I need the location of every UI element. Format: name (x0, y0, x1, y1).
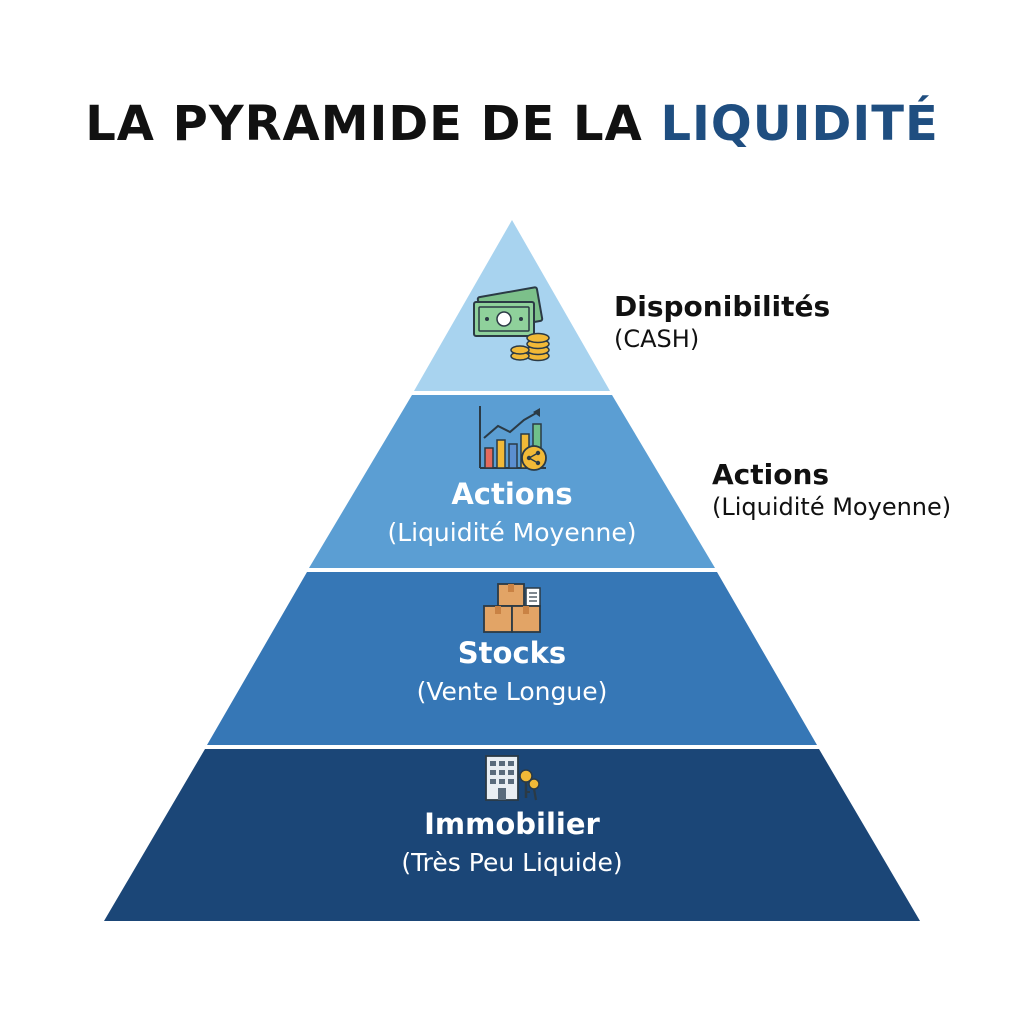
tier-immobilier-title: Immobilier (424, 807, 600, 841)
page-title: LA PYRAMIDE DE LA LIQUIDITÉ (0, 96, 1024, 152)
title-part-accent: LIQUIDITÉ (660, 96, 939, 152)
tier-actions-subtitle: (Liquidité Moyenne) (387, 518, 636, 547)
side-label-cash-subtitle: (CASH) (614, 325, 700, 353)
building-keys-icon (485, 755, 540, 801)
tier-immobilier (104, 749, 920, 921)
tier-stocks (207, 572, 817, 745)
title-part-dark: LA PYRAMIDE DE LA (85, 96, 661, 152)
boxes-icon (483, 583, 541, 633)
side-label-cash-title: Disponibilités (614, 290, 831, 323)
side-label-actions-title: Actions (712, 458, 830, 491)
chart-growth-icon (479, 406, 547, 471)
tier-immobilier-subtitle: (Très Peu Liquide) (401, 848, 622, 877)
tier-actions-title: Actions (451, 477, 572, 511)
side-label-actions: Actions (Liquidité Moyenne) (712, 458, 951, 522)
side-label-cash: Disponibilités (CASH) (614, 290, 830, 354)
tier-stocks-title: Stocks (458, 636, 566, 670)
side-label-actions-subtitle: (Liquidité Moyenne) (712, 493, 952, 521)
tier-stocks-subtitle: (Vente Longue) (417, 677, 608, 706)
cash-coins-icon (473, 286, 550, 362)
tier-actions (309, 395, 715, 568)
